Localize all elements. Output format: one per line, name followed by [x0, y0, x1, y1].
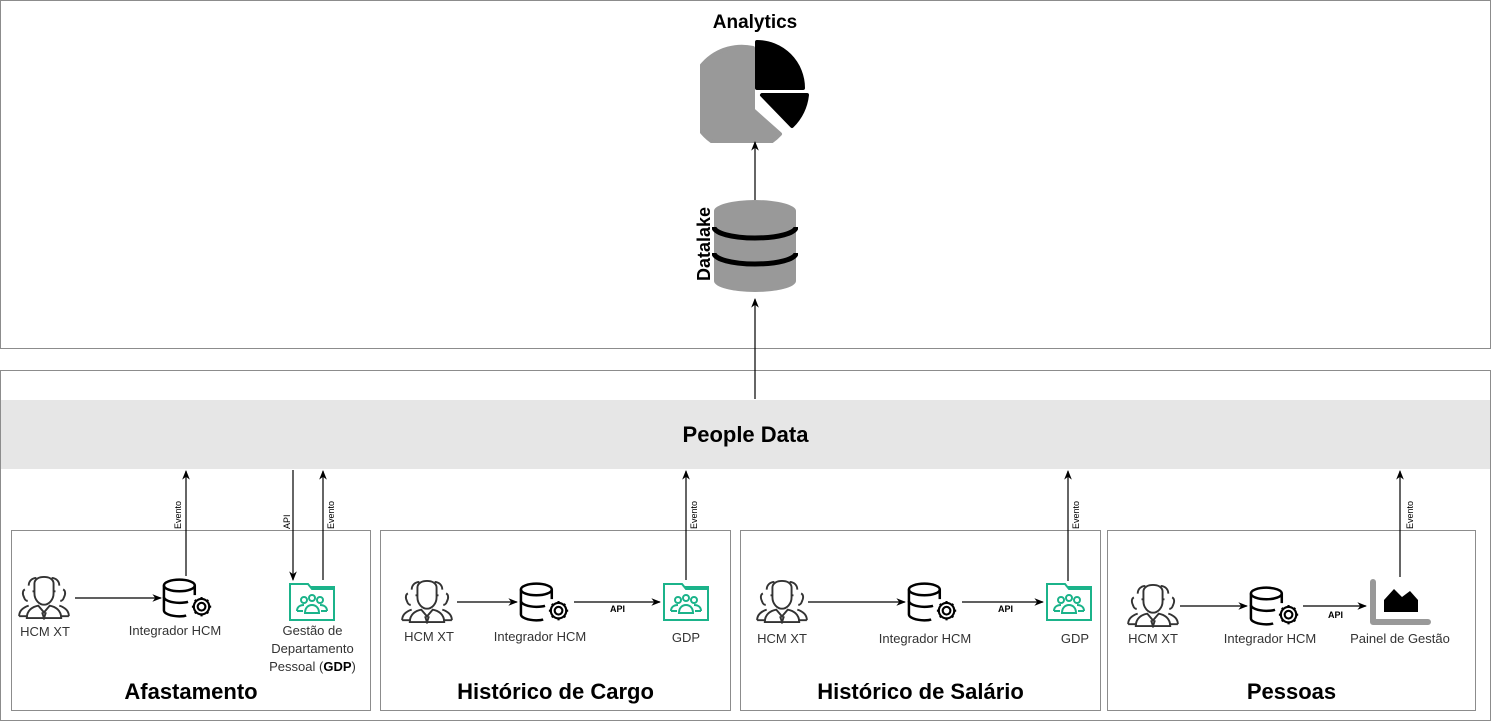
- edge-label-api: API: [998, 604, 1014, 614]
- target-label: GDP: [671, 630, 701, 645]
- lane-title-historico-cargo: Histórico de Cargo: [457, 679, 654, 704]
- edge-label-event: Evento: [173, 500, 183, 529]
- integrator-label: Integrador HCM: [128, 623, 222, 638]
- target-label-line1: Gestão de: [282, 623, 343, 638]
- source-label: HCM XT: [404, 629, 454, 644]
- analytics-label: Analytics: [712, 12, 798, 33]
- lane-title-historico-salario: Histórico de Salário: [817, 679, 1024, 704]
- gdp-suffix: ): [351, 659, 356, 674]
- people-data-band: [1, 400, 1490, 469]
- edge-label-api: API: [282, 514, 292, 529]
- source-label: HCM XT: [20, 624, 70, 639]
- edge-label-api: API: [610, 604, 626, 614]
- integrator-label: Integrador HCM: [878, 631, 972, 646]
- edge-label-api: API: [1328, 610, 1344, 620]
- integrator-label: Integrador HCM: [1223, 631, 1317, 646]
- target-label-line2: Departamento: [271, 641, 354, 656]
- lane-title-afastamento: Afastamento: [124, 679, 258, 704]
- gdp-acronym: GDP: [323, 659, 352, 674]
- gdp-prefix: Pessoal (: [269, 659, 324, 674]
- pie-chart-icon: [700, 40, 809, 143]
- edge-label-event: Evento: [1071, 500, 1081, 529]
- lane-afastamento: [11, 530, 371, 711]
- source-label: HCM XT: [1128, 631, 1178, 646]
- edge-label-event: Evento: [1405, 500, 1415, 529]
- lane-pessoas: [1107, 530, 1476, 711]
- target-label: GDP: [1060, 631, 1090, 646]
- edge-label-event: Evento: [689, 500, 699, 529]
- integrator-label: Integrador HCM: [493, 629, 587, 644]
- lane-historico-cargo: [380, 530, 731, 711]
- target-label: Painel de Gestão: [1350, 631, 1450, 646]
- edge-label-event: Evento: [326, 500, 336, 529]
- datalake-database-icon: [712, 200, 798, 292]
- area-chart-icon: [1370, 579, 1431, 625]
- people-data-label: People Data: [682, 422, 809, 447]
- source-label: HCM XT: [757, 631, 807, 646]
- target-label-line3: Pessoal (GDP): [255, 659, 370, 675]
- lane-title-pessoas: Pessoas: [1246, 679, 1337, 704]
- lane-historico-salario: [740, 530, 1101, 711]
- target-label: Gestão de Departamento Pessoal (GDP): [255, 623, 370, 675]
